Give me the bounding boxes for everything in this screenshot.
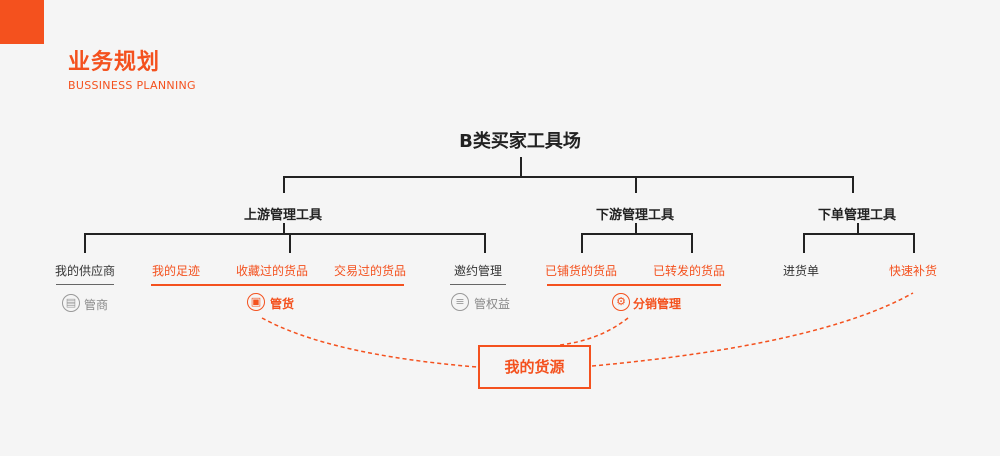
category-manage-rights: 管权益 bbox=[473, 297, 511, 311]
leaf-my-footprint: 我的足迹 bbox=[151, 264, 201, 278]
category-manage-goods: 管货 bbox=[269, 297, 295, 311]
branch-order-drop bbox=[852, 176, 854, 193]
group-order: 下单管理工具 bbox=[817, 208, 897, 223]
underline-goods bbox=[151, 284, 404, 286]
order-branch bbox=[803, 233, 914, 235]
category-manage-suppliers: 管商 bbox=[83, 298, 109, 312]
order-stem bbox=[857, 223, 859, 234]
document-icon: ≡ bbox=[451, 293, 469, 311]
root-branch bbox=[283, 176, 853, 178]
section-title: 业务规划 bbox=[68, 50, 161, 75]
leaf-quick-restock: 快速补货 bbox=[888, 264, 938, 278]
section-subtitle: BUSSINESS PLANNING bbox=[68, 79, 196, 92]
leaf-favorited-goods: 收藏过的货品 bbox=[235, 264, 309, 278]
branch-downstream-drop bbox=[635, 176, 637, 193]
upstream-drop-invite bbox=[484, 233, 486, 253]
leaf-purchase-list: 进货单 bbox=[782, 264, 820, 278]
root-node: B类买家工具场 bbox=[459, 131, 581, 152]
group-downstream: 下游管理工具 bbox=[595, 208, 675, 223]
gear-icon: ⚙ bbox=[612, 293, 630, 311]
leaf-my-suppliers: 我的供应商 bbox=[54, 264, 116, 278]
upstream-branch bbox=[84, 233, 485, 235]
branch-upstream-drop bbox=[283, 176, 285, 193]
order-drop-restock bbox=[913, 233, 915, 253]
underline-invite bbox=[450, 284, 506, 285]
upstream-drop-goods bbox=[289, 233, 291, 253]
leaf-invite-management: 邀约管理 bbox=[453, 264, 503, 278]
downstream-stem bbox=[635, 223, 637, 234]
upstream-stem bbox=[283, 223, 285, 234]
leaf-distributed-goods: 已铺货的货品 bbox=[544, 264, 618, 278]
underline-suppliers bbox=[56, 284, 114, 285]
result-my-sources: 我的货源 bbox=[478, 345, 591, 389]
downstream-drop-forwarded bbox=[691, 233, 693, 253]
category-distribution-management: 分销管理 bbox=[632, 297, 682, 311]
group-upstream: 上游管理工具 bbox=[243, 208, 323, 223]
leaf-traded-goods: 交易过的货品 bbox=[333, 264, 407, 278]
root-stem bbox=[520, 157, 522, 177]
downstream-drop-distributed bbox=[581, 233, 583, 253]
store-icon: ▤ bbox=[62, 294, 80, 312]
upstream-drop-supplier bbox=[84, 233, 86, 253]
underline-distribution bbox=[547, 284, 721, 286]
leaf-forwarded-goods: 已转发的货品 bbox=[652, 264, 726, 278]
order-drop-cart bbox=[803, 233, 805, 253]
box-icon: ▣ bbox=[247, 293, 265, 311]
corner-accent-block bbox=[0, 0, 44, 44]
downstream-branch bbox=[581, 233, 692, 235]
